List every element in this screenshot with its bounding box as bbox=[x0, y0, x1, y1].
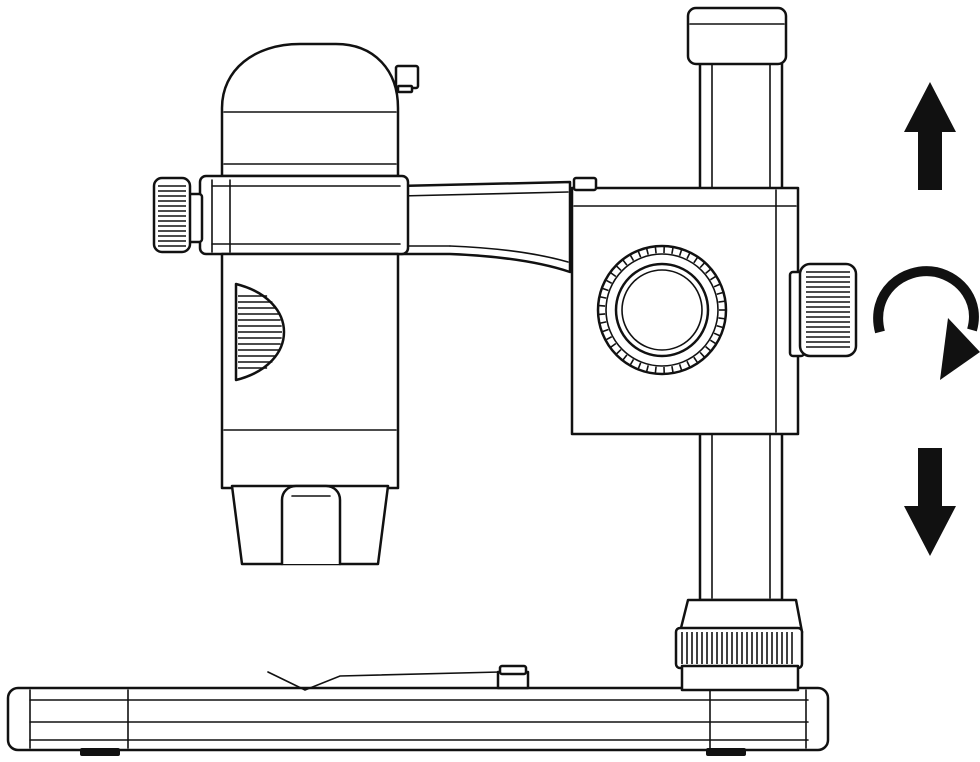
stand-block[interactable] bbox=[570, 186, 800, 436]
ring-teeth bbox=[599, 247, 725, 373]
knurl-line bbox=[699, 262, 705, 269]
microscope-body bbox=[198, 42, 420, 566]
column-collar-knurl bbox=[681, 632, 793, 664]
knurl-line bbox=[713, 283, 720, 288]
knurl-line bbox=[686, 360, 691, 367]
knurl-line bbox=[610, 342, 617, 348]
knurl-line bbox=[671, 247, 674, 255]
grip-ribs bbox=[238, 295, 282, 369]
knurl-line bbox=[686, 253, 691, 260]
knurl-line bbox=[645, 365, 649, 372]
knurl-line bbox=[705, 268, 711, 274]
knurl-line bbox=[602, 328, 609, 333]
knurl-line bbox=[605, 336, 613, 341]
knurl-line bbox=[600, 296, 607, 299]
knurl-line bbox=[616, 265, 622, 271]
knurl-line bbox=[610, 272, 617, 278]
knurl-line bbox=[693, 356, 698, 363]
knurl-line bbox=[671, 365, 674, 373]
rotate-clockwise-icon bbox=[873, 266, 980, 380]
knurl-line bbox=[622, 354, 628, 361]
knurl-line bbox=[716, 291, 723, 296]
knurl-line bbox=[629, 255, 635, 262]
knurl-line bbox=[678, 363, 683, 371]
knurl-line bbox=[705, 346, 711, 352]
lock-knob-knurl bbox=[806, 271, 850, 348]
knurl-line bbox=[637, 251, 642, 258]
knurl-line bbox=[629, 358, 635, 365]
knurl-line bbox=[718, 317, 725, 320]
knurl-line bbox=[605, 279, 613, 284]
knurl-line bbox=[709, 339, 716, 345]
lock-knob[interactable] bbox=[788, 262, 858, 358]
arrow-up-icon bbox=[904, 82, 956, 190]
knurl-line bbox=[637, 362, 642, 369]
knurl-line bbox=[654, 247, 657, 254]
focus-knob-knurl bbox=[158, 185, 186, 247]
knurl-line bbox=[602, 287, 609, 292]
arrow-down-icon bbox=[904, 448, 956, 556]
knurl-line bbox=[713, 332, 720, 337]
knurl-line bbox=[718, 300, 725, 303]
knurl-line bbox=[616, 349, 622, 355]
knurl-line bbox=[693, 257, 698, 264]
knurl-line bbox=[678, 249, 683, 257]
knurl-line bbox=[600, 321, 607, 324]
knurl-line bbox=[699, 351, 705, 358]
base-plate bbox=[6, 686, 830, 756]
knurl-line bbox=[709, 275, 716, 281]
specimen-clip[interactable] bbox=[267, 664, 530, 691]
knurl-line bbox=[654, 366, 657, 373]
knurl-line bbox=[622, 259, 628, 266]
focus-knob[interactable] bbox=[152, 176, 204, 254]
knurl-line bbox=[645, 248, 649, 255]
knurl-line bbox=[716, 324, 723, 329]
holder-arm bbox=[396, 176, 598, 274]
